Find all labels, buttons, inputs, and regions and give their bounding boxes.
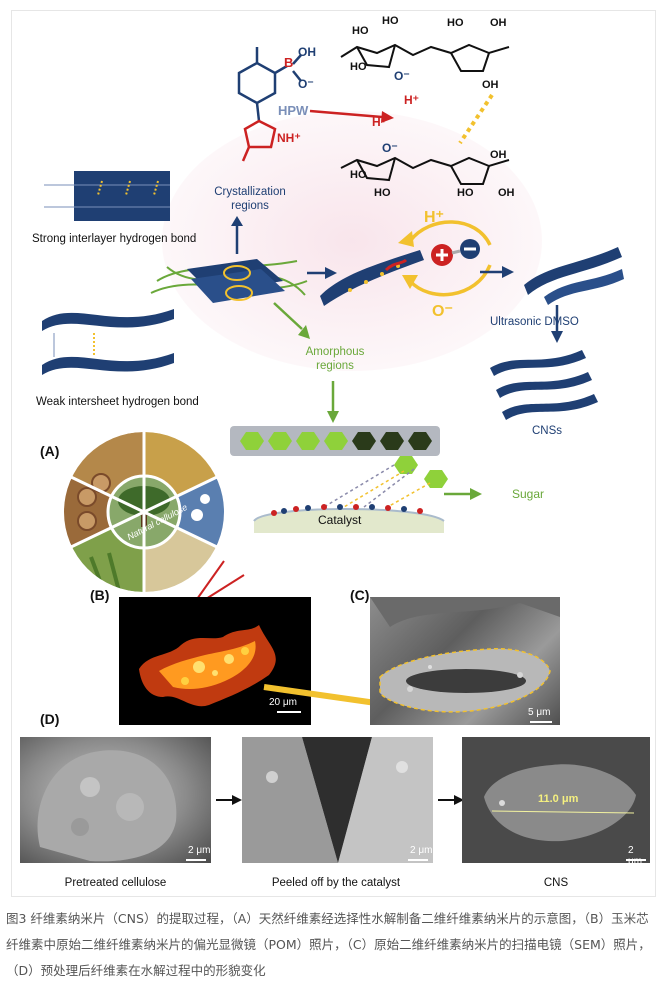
oh-top-1: OH	[490, 17, 507, 29]
background-glow	[162, 111, 542, 371]
arrow-to-hydrolysis	[307, 267, 337, 279]
amorphous-label: Amorphous regions	[305, 346, 365, 372]
pretreated-label: Pretreated cellulose	[64, 877, 167, 889]
oh-bot-1: OH	[498, 187, 515, 199]
o-minus-label-boron: O⁻	[298, 77, 314, 91]
ho-bot-1: HO	[350, 169, 367, 181]
weak-bond-label: Weak intersheet hydrogen bond	[36, 396, 199, 408]
scalebar-d2	[408, 859, 428, 861]
arrow-up-crystal	[231, 216, 243, 254]
amorphous-sheets	[42, 309, 174, 375]
hpw-label: HPW	[278, 103, 309, 118]
scale-text-d3: 2 μm	[628, 845, 643, 863]
o-minus-mid: O⁻	[382, 141, 398, 155]
sem-image-d1: 2 μm	[20, 737, 211, 863]
peeled-label: Peeled off by the catalyst	[271, 877, 401, 889]
arrow-to-sugar	[444, 488, 482, 500]
cns-bottom-label: CNS	[543, 877, 569, 889]
h-plus-top: H⁺	[404, 93, 419, 107]
cns-sheets-separate	[490, 350, 598, 420]
cns-label: CNSs	[532, 425, 563, 437]
arrow-d1-d2	[216, 795, 242, 805]
panel-b-label: (B)	[90, 587, 110, 603]
h-plus-mid: H⁺	[372, 115, 387, 129]
pom-image: 20 μm	[119, 597, 311, 725]
natural-cellulose-wheel	[64, 432, 224, 592]
ho-top-4: HO	[350, 61, 367, 73]
crystallization-label: Crystallization regions	[214, 186, 286, 212]
catalyst-cycle	[398, 220, 492, 297]
cellulose-stack	[150, 259, 308, 303]
scalebar-c	[530, 721, 552, 723]
cns-sheets-top	[524, 247, 624, 305]
nh-plus-label: NH⁺	[277, 131, 301, 145]
arrow-d2-d3	[438, 795, 464, 805]
crystalline-block	[44, 171, 170, 221]
arrow-hpw	[309, 109, 394, 123]
sem-texture-c	[370, 597, 560, 713]
catalyst-label: Catalyst	[318, 513, 362, 527]
oh-label-boron: OH	[298, 45, 316, 59]
figure-caption: 图3 纤维素纳米片（CNS）的提取过程，（A）天然纤维素经选择性水解制备二维纤维…	[6, 911, 651, 978]
pom-birefringence	[139, 625, 276, 707]
panel-d-label: (D)	[40, 711, 60, 727]
hydrolysis-sheet	[320, 250, 424, 306]
cns-width-label: 11.0 μm	[538, 793, 579, 805]
cellulose-chain-top	[340, 43, 510, 72]
ultrasonic-label: Ultrasonic DMSO	[490, 316, 579, 328]
sem-texture-d1	[37, 750, 177, 862]
h-plus-cycle: H⁺	[424, 209, 444, 226]
sugar-label: Sugar	[512, 487, 545, 501]
scale-text-d1: 2 μm	[188, 845, 211, 856]
scalebar-b	[277, 711, 301, 713]
cellulose-chain-bottom	[340, 156, 510, 185]
arrow-amorphous	[273, 302, 310, 339]
glucose-chain	[240, 432, 432, 450]
panel-c-label: (C)	[350, 587, 370, 603]
sem-image-d2: 2 μm	[242, 737, 433, 863]
strong-bond-label: Strong interlayer hydrogen bond	[32, 233, 197, 245]
o-minus-top: O⁻	[394, 69, 410, 83]
scale-text-d2: 2 μm	[410, 845, 433, 856]
ho-top-3: HO	[447, 17, 464, 29]
boron-label: B	[284, 55, 294, 70]
scale-text-b: 20 μm	[269, 697, 297, 708]
hpw-molecule	[237, 47, 302, 162]
scalebar-d1	[186, 859, 206, 861]
sem-texture-d2	[242, 737, 433, 863]
arrow-down-cns	[551, 305, 563, 343]
hydrogen-bond-dashes	[458, 93, 494, 145]
ho-bot-3: HO	[457, 187, 474, 199]
oh-bot-2: OH	[490, 149, 507, 161]
panel-a-label: (A)	[40, 443, 60, 459]
ho-top-2: HO	[382, 15, 399, 27]
arrow-to-cns	[480, 266, 514, 278]
sem-image-d3: 11.0 μm 2 μm	[462, 737, 650, 863]
ho-bot-2: HO	[374, 187, 391, 199]
scale-text-c: 5 μm	[528, 707, 551, 718]
arrow-down-catalyst	[327, 381, 339, 423]
sem-image-c: 5 μm	[370, 597, 560, 725]
figure-panel: B OH O⁻ NH⁺ HPW HO HO HO OH HO OH O⁻ H⁺ …	[11, 10, 656, 897]
o-minus-cycle: O⁻	[432, 303, 453, 320]
catalyst-surface	[253, 456, 448, 533]
sem-texture-d3	[484, 764, 636, 842]
scalebar-d3	[626, 859, 646, 861]
ho-top-1: HO	[352, 25, 369, 37]
oh-top-2: OH	[482, 79, 499, 91]
